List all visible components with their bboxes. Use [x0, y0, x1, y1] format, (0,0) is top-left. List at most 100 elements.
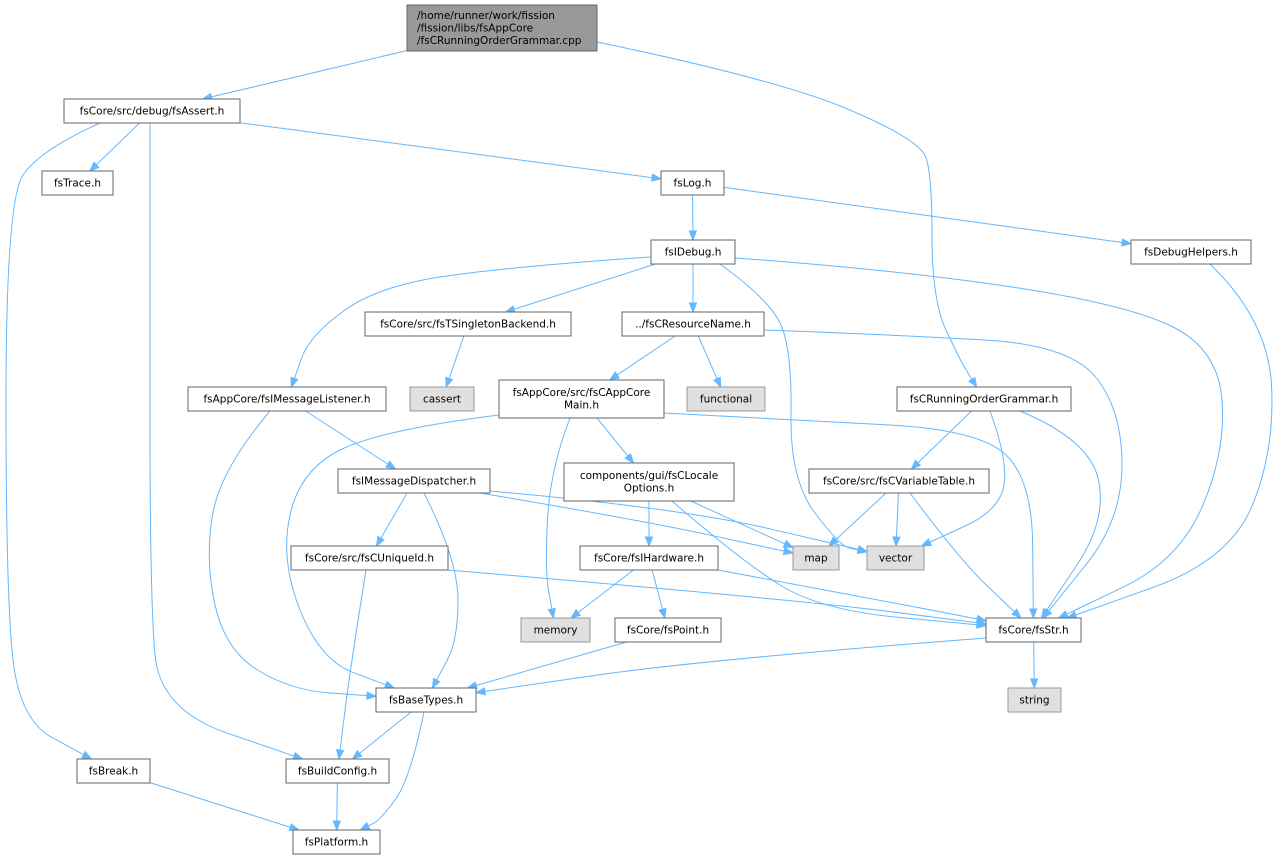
edge-arrowhead — [782, 546, 795, 556]
node-fsPlatform[interactable]: fsPlatform.h — [292, 829, 381, 855]
node-fsCResourceName[interactable]: ../fsCResourceName.h — [621, 311, 765, 337]
node-fsLog[interactable]: fsLog.h — [660, 170, 725, 196]
edge-arrowhead — [1121, 238, 1133, 247]
node-fsCUniqueId[interactable]: fsCore/src/fsCUniqueId.h — [290, 545, 449, 571]
edge-fsCResourceName-to-functional — [697, 335, 722, 389]
edge-line — [293, 256, 652, 379]
edge-root-to-fsCRunningOrderGrammar — [596, 41, 978, 389]
edge-arrowhead — [385, 460, 397, 470]
edge-arrowhead — [1040, 607, 1051, 620]
edge-fsCRunningOrderGrammar-to-fsStr — [1019, 410, 1101, 620]
edge-line — [917, 410, 972, 464]
node-label: Main.h — [564, 400, 599, 412]
edge-line — [286, 414, 500, 686]
node-fsBreak[interactable]: fsBreak.h — [76, 758, 151, 784]
edge-line — [929, 410, 1006, 543]
edge-line — [763, 329, 1123, 612]
node-fsIHardware[interactable]: fsCore/fsIHardware.h — [579, 545, 719, 571]
edge-fsCAppCoreMain-to-fsCLocaleOptions — [596, 417, 635, 465]
edge-line — [368, 711, 425, 827]
edge-line — [690, 500, 786, 545]
node-label: /home/runner/work/fission — [417, 10, 555, 22]
node-fsCVariableTable[interactable]: fsCore/src/fsCVariableTable.h — [808, 468, 990, 494]
edge-fsIHardware-to-fsPoint — [651, 569, 667, 620]
edge-line — [513, 263, 656, 310]
edge-arrowhead — [782, 539, 795, 549]
edge-fsCVariableTable-to-map — [827, 492, 887, 547]
edge-arrowhead — [569, 608, 582, 619]
edge-fsIMessageDispatcher-to-fsBaseTypes — [423, 492, 459, 690]
edge-fsCLocaleOptions-to-fsIHardware — [644, 501, 654, 548]
edge-arrowhead — [920, 538, 933, 547]
edge-line — [663, 412, 1034, 610]
node-box — [285, 758, 390, 784]
edge-fsCUniqueId-to-fsBuildConfig — [335, 569, 367, 761]
node-label: vector — [879, 552, 913, 564]
node-label: fsAppCore/fsIMessageListener.h — [203, 393, 370, 405]
edge-arrowhead — [351, 749, 363, 760]
edge-line — [909, 492, 1015, 613]
edge-fsLog-to-fsIDebug — [688, 194, 698, 242]
edge-arrowhead — [290, 376, 299, 389]
node-label: fsCore/fsIHardware.h — [594, 552, 704, 564]
node-box — [41, 170, 114, 196]
node-fsIMessageDispatcher[interactable]: fsIMessageDispatcher.h — [337, 468, 491, 494]
node-fsDebugHelpers[interactable]: fsDebugHelpers.h — [1130, 239, 1252, 265]
edge-line — [671, 500, 978, 626]
edge-arrowhead — [474, 687, 487, 696]
node-box — [650, 239, 736, 265]
edge-fsCRunningOrderGrammar-to-vector — [920, 410, 1006, 547]
node-box — [364, 311, 572, 337]
node-label: fsDebugHelpers.h — [1144, 246, 1238, 258]
edge-line — [380, 492, 408, 539]
node-label: map — [804, 552, 828, 564]
node-label: /fission/libs/fsAppCore — [417, 22, 533, 34]
node-box — [808, 468, 990, 494]
edge-line — [1075, 263, 1273, 616]
edge-fsDebugHelpers-to-fsStr — [1065, 263, 1273, 619]
node-label: memory — [534, 624, 578, 636]
edge-arrowhead — [81, 750, 93, 760]
edge-line — [423, 492, 459, 681]
edge-line — [1033, 641, 1035, 680]
node-label: fsBreak.h — [89, 765, 138, 777]
node-box — [792, 545, 840, 571]
edge-fsIMessageDispatcher-to-fsCUniqueId — [375, 492, 408, 548]
edge-arrowhead — [968, 376, 978, 389]
edge-arrowhead — [856, 545, 869, 554]
node-fsTSingleton[interactable]: fsCore/src/fsTSingletonBackend.h — [364, 311, 572, 337]
node-box — [409, 386, 475, 412]
node-fsPoint[interactable]: fsCore/fsPoint.h — [614, 617, 722, 643]
node-fsBuildConfig[interactable]: fsBuildConfig.h — [285, 758, 390, 784]
edge-line — [719, 263, 859, 551]
edge-line — [336, 782, 338, 822]
node-fsIDebug[interactable]: fsIDebug.h — [650, 239, 736, 265]
edge-fsCVariableTable-to-vector — [892, 492, 901, 548]
edge-arrowhead — [651, 173, 663, 182]
edge-fsIDebug-to-fsCResourceName — [688, 264, 698, 314]
edge-line — [717, 569, 978, 620]
edge-arrowhead — [332, 820, 342, 832]
edge-line — [616, 335, 676, 376]
node-fsStr[interactable]: fsCore/fsStr.h — [985, 617, 1082, 643]
node-fsIMessageListener[interactable]: fsAppCore/fsIMessageListener.h — [187, 386, 387, 412]
edge-line — [447, 569, 978, 624]
edge-fsAssert-to-fsBuildConfig — [149, 122, 304, 760]
edge-arrowhead — [688, 230, 698, 242]
node-fsTrace[interactable]: fsTrace.h — [41, 170, 114, 196]
node-label: Options.h — [624, 483, 675, 495]
node-map: map — [792, 545, 840, 571]
node-fsBaseTypes[interactable]: fsBaseTypes.h — [375, 687, 477, 713]
node-label: fsCore/src/fsCVariableTable.h — [823, 475, 975, 487]
node-fsCRunningOrderGrammar[interactable]: fsCRunningOrderGrammar.h — [896, 386, 1072, 412]
node-fsAssert[interactable]: fsCore/src/debug/fsAssert.h — [63, 98, 241, 124]
node-root[interactable]: /home/runner/work/fission/fission/libs/f… — [406, 4, 598, 52]
edge-fsCAppCoreMain-to-memory — [545, 417, 571, 620]
edge-fsIDebug-to-fsIMessageListener — [290, 256, 652, 389]
edge-arrowhead — [366, 691, 378, 700]
edge-fsIMessageListener-to-fsIMessageDispatcher — [305, 410, 397, 470]
node-box — [985, 617, 1082, 643]
edge-arrowhead — [910, 459, 922, 470]
